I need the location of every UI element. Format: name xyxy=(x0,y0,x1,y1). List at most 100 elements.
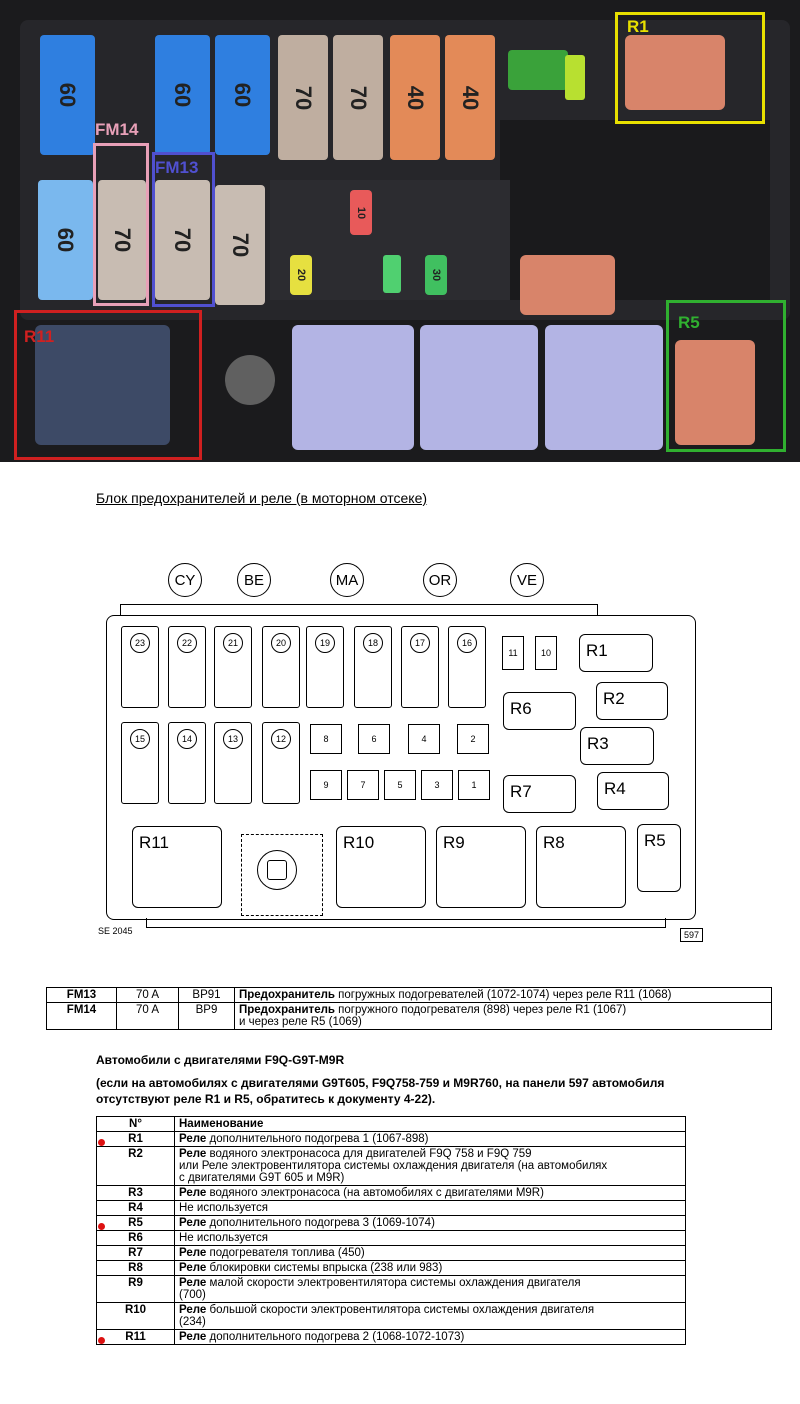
fuse-amp: 70 A xyxy=(116,1002,179,1030)
relay-number: R3 xyxy=(96,1185,175,1201)
desc-bold: Реле xyxy=(179,1331,207,1343)
fuse-70a: 70 xyxy=(215,185,265,305)
relay-r11: R11 xyxy=(132,826,222,908)
color-code-ma: MA xyxy=(330,563,364,597)
desc-text: погружного подогревателя (898) через рел… xyxy=(334,1004,627,1016)
desc-bold: Предохранитель xyxy=(239,1004,335,1016)
mini-fuse-6: 6 xyxy=(358,724,390,754)
relay-description: Не используется xyxy=(174,1200,686,1216)
fuse-60a: 60 xyxy=(215,35,270,155)
fuse-40a: 40 xyxy=(445,35,495,160)
relay-description: Реле водяного электронасоса для двигател… xyxy=(174,1146,686,1186)
section-note: (если на автомобилях с двигателями G9T60… xyxy=(96,1076,665,1106)
desc-line: Не используется xyxy=(179,1202,269,1214)
relay-r5-photo xyxy=(675,340,755,445)
relay-r3: R3 xyxy=(580,727,654,765)
relay-number: R1 xyxy=(96,1131,175,1147)
desc-line: Не используется xyxy=(179,1232,269,1244)
relay-description: Реле дополнительного подогрева 3 (1069-1… xyxy=(174,1215,686,1231)
relay-photo xyxy=(545,325,663,450)
mini-fuse-9: 9 xyxy=(310,770,342,800)
mini-fuse-8: 8 xyxy=(310,724,342,754)
fuse-70a: 70 xyxy=(333,35,383,160)
mini-fuse-2: 2 xyxy=(457,724,489,754)
table-row: R4 Не используется xyxy=(96,1200,686,1216)
relay-r1-photo xyxy=(625,35,725,110)
bolt-icon xyxy=(257,850,297,890)
relay-r1: R1 xyxy=(579,634,653,672)
desc-line: большой скорости электровентилятора сист… xyxy=(206,1304,595,1316)
diagram-code: SE 2045 xyxy=(98,926,133,936)
nut-icon xyxy=(267,860,287,880)
fuse-slot-17: 17 xyxy=(401,626,439,708)
fuse-number: 21 xyxy=(223,633,243,653)
color-code-or: OR xyxy=(423,563,457,597)
fuse-60a: 60 xyxy=(155,35,210,155)
desc-bold: Реле xyxy=(179,1187,207,1199)
box-top-tab xyxy=(120,604,598,616)
highlight-fm13 xyxy=(152,152,215,307)
relay-r4: R4 xyxy=(597,772,669,810)
fuse-id: FM13 xyxy=(46,987,117,1003)
desc-line: малой скорости электровентилятора систем… xyxy=(206,1277,581,1289)
relay-photo xyxy=(420,325,538,450)
fuse-60a: 60 xyxy=(38,180,93,300)
relay-r9: R9 xyxy=(436,826,526,908)
relay-number: R9 xyxy=(96,1275,175,1303)
highlight-fm13-label: FM13 xyxy=(155,158,199,177)
table-header-row: N° Наименование xyxy=(96,1116,686,1132)
relay-photo xyxy=(520,255,615,315)
relay-number: R5 xyxy=(96,1215,175,1231)
mini-fuse-30a: 30 xyxy=(425,255,447,295)
fuse-70a: 70 xyxy=(278,35,328,160)
desc-line: с двигателями G9T 605 и M9R) xyxy=(179,1172,345,1184)
relay-r7: R7 xyxy=(503,775,576,813)
box-outline xyxy=(106,615,696,920)
relay-r8: R8 xyxy=(536,826,626,908)
relay-number: R7 xyxy=(96,1245,175,1261)
fuse-number: 15 xyxy=(130,729,150,749)
mini-fuse-11: 11 xyxy=(502,636,524,670)
red-marker-dot xyxy=(98,1138,105,1146)
desc-line: дополнительного подогрева 1 (1067-898) xyxy=(206,1133,429,1145)
desc-line: (700) xyxy=(179,1289,206,1301)
fuse-slot-12: 12 xyxy=(262,722,300,804)
yellow-mini-fuse xyxy=(565,55,585,100)
desc-bold: Реле xyxy=(179,1133,207,1145)
mini-fuse-10a: 10 xyxy=(350,190,372,235)
fuse-slot-21: 21 xyxy=(214,626,252,708)
mini-fuse-1: 1 xyxy=(458,770,490,800)
panel-number: 597 xyxy=(680,928,704,942)
fuse-60a: 60 xyxy=(40,35,95,155)
bolt-area xyxy=(241,834,323,916)
fuse-number: 19 xyxy=(315,633,335,653)
relay-r5: R5 xyxy=(637,824,681,892)
color-code-be: BE xyxy=(237,563,271,597)
highlight-fm14 xyxy=(93,143,149,306)
red-marker-dot xyxy=(98,1336,105,1344)
mini-fuse-3: 3 xyxy=(421,770,453,800)
relay-number: R4 xyxy=(96,1200,175,1216)
relay-description: Реле блокировки системы впрыска (238 или… xyxy=(174,1260,686,1276)
desc-line: дополнительного подогрева 2 (1068-1072-1… xyxy=(206,1331,465,1343)
desc-line: водяного электронасоса для двигателей F9… xyxy=(206,1148,532,1160)
fuse-slot-13: 13 xyxy=(214,722,252,804)
desc-text-line2: и через реле R5 (1069) xyxy=(239,1016,362,1028)
mini-fuse-4: 4 xyxy=(408,724,440,754)
fuse-40a: 40 xyxy=(390,35,440,160)
green-fuse-holder xyxy=(508,50,568,90)
fuse-code: BP9 xyxy=(178,1002,235,1030)
fuse-code: BP91 xyxy=(178,987,235,1003)
relay-description: Реле дополнительного подогрева 1 (1067-8… xyxy=(174,1131,686,1147)
fuse-number: 14 xyxy=(177,729,197,749)
desc-line: дополнительного подогрева 3 (1069-1074) xyxy=(206,1217,435,1229)
bolt-terminal xyxy=(225,355,275,405)
column-header: N° xyxy=(96,1116,175,1132)
fuse-slot-16: 16 xyxy=(448,626,486,708)
